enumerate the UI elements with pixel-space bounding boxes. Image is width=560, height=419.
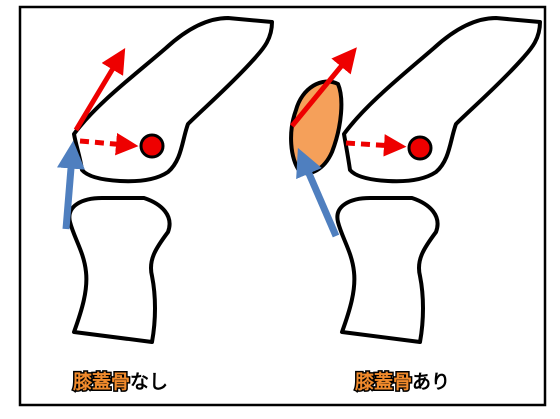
femur-shape (344, 18, 540, 181)
caption-with-patella: 膝蓋骨あり (355, 373, 450, 392)
tibia-shape (337, 198, 437, 342)
pivot-dot (409, 137, 431, 159)
input-force-arrow (304, 162, 336, 236)
panel-with-patella (291, 18, 540, 342)
panel-without-patella (66, 18, 272, 342)
tibia-shape (69, 198, 169, 342)
pivot-dot (141, 135, 163, 157)
caption-without-patella: 膝蓋骨なし (73, 373, 168, 392)
caption-highlight: 膝蓋骨 (73, 371, 130, 393)
femur-shape (74, 18, 272, 181)
caption-text: なし (130, 371, 168, 393)
caption-text: あり (412, 371, 450, 393)
caption-highlight: 膝蓋骨 (355, 371, 412, 393)
